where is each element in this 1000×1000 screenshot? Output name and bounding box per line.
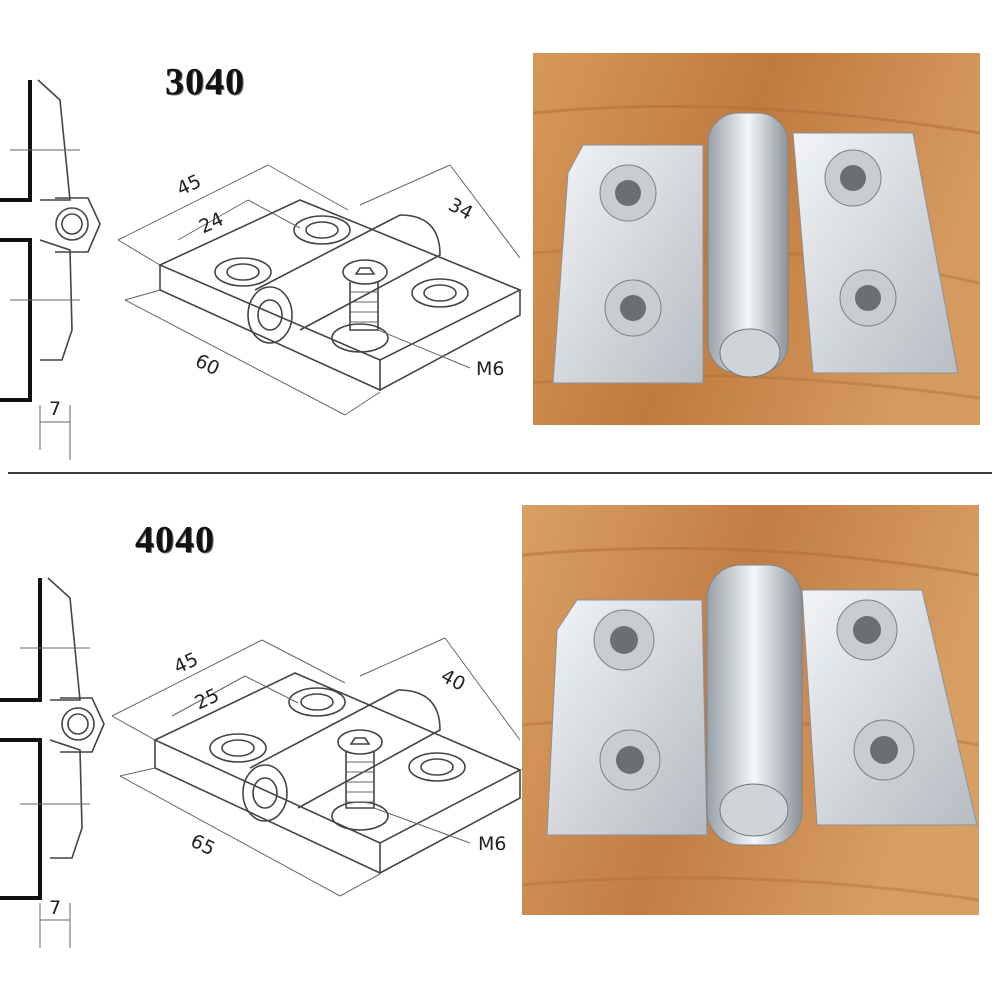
length-dimension: 45: [170, 648, 201, 678]
offset-dimension: 7: [49, 398, 61, 420]
hinge-3040-panel: 3040 7: [0, 0, 1000, 470]
offset-dimension: 7: [49, 897, 61, 919]
depth-dimension: 34: [445, 194, 477, 225]
depth-dimension: 40: [437, 665, 469, 696]
hinge-photo: [533, 53, 980, 425]
width-dimension: 65: [187, 830, 218, 860]
screw-label: M6: [478, 833, 506, 855]
model-title: 3040: [165, 61, 245, 103]
hinge-4040-panel: 4040 7: [0, 478, 1000, 1000]
section-divider: [8, 472, 992, 474]
profile-side-view: 7: [0, 577, 105, 948]
isometric-drawing: 45 25 40 65 M6: [111, 637, 522, 897]
screw-label: M6: [476, 358, 504, 380]
length-dimension: 45: [173, 170, 204, 200]
hinge-photo: [522, 505, 979, 915]
model-title: 4040: [135, 519, 215, 561]
width-dimension: 60: [192, 350, 223, 380]
isometric-drawing: 45 24 34 60 M6: [117, 164, 522, 416]
profile-side-view: 7: [0, 79, 101, 460]
inner-dimension: 24: [196, 208, 227, 238]
